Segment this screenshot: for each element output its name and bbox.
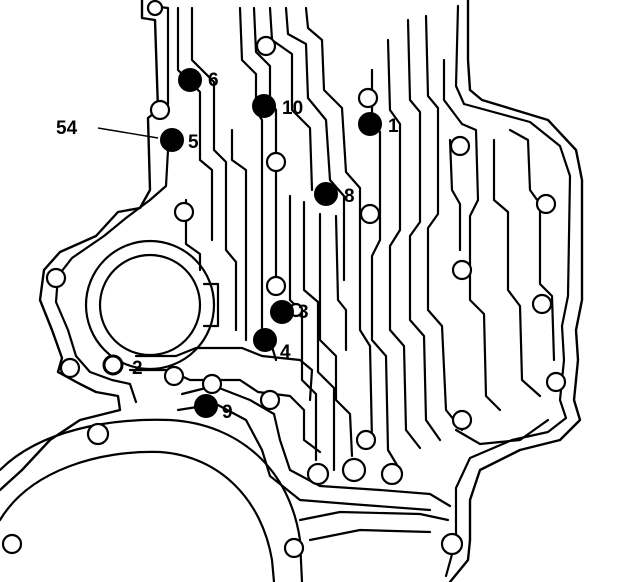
galleries-left <box>176 6 248 342</box>
marker-label-9: 9 <box>222 402 233 423</box>
check-ball-10 <box>252 94 276 118</box>
bore-upper <box>98 253 202 357</box>
check-ball-8 <box>314 182 338 206</box>
marker-label-4: 4 <box>280 342 291 363</box>
check-ball-3 <box>270 300 294 324</box>
marker-label-3: 3 <box>298 302 309 323</box>
galleries-right <box>370 14 556 472</box>
marker-label-8: 8 <box>344 186 355 207</box>
marker-label-2: 2 <box>132 358 143 379</box>
marker-label-1: 1 <box>388 116 399 137</box>
check-ball-4 <box>253 328 277 352</box>
marker-label-5: 5 <box>188 132 199 153</box>
ref-leader-54 <box>97 127 159 139</box>
check-ball-2 <box>102 354 124 376</box>
marker-label-10: 10 <box>282 98 303 119</box>
check-ball-6 <box>178 68 202 92</box>
bore-lower-ring <box>0 418 304 582</box>
ref-label-54: 54 <box>56 118 78 139</box>
galleries-center <box>238 6 374 472</box>
check-ball-5 <box>160 128 184 152</box>
plate-outline <box>0 0 584 582</box>
check-ball-1 <box>358 112 382 136</box>
bore-lower <box>0 450 276 582</box>
check-ball-9 <box>194 394 218 418</box>
bolt-holes <box>1 0 567 559</box>
bore-upper-tab <box>202 282 220 328</box>
marker-label-6: 6 <box>208 70 219 91</box>
